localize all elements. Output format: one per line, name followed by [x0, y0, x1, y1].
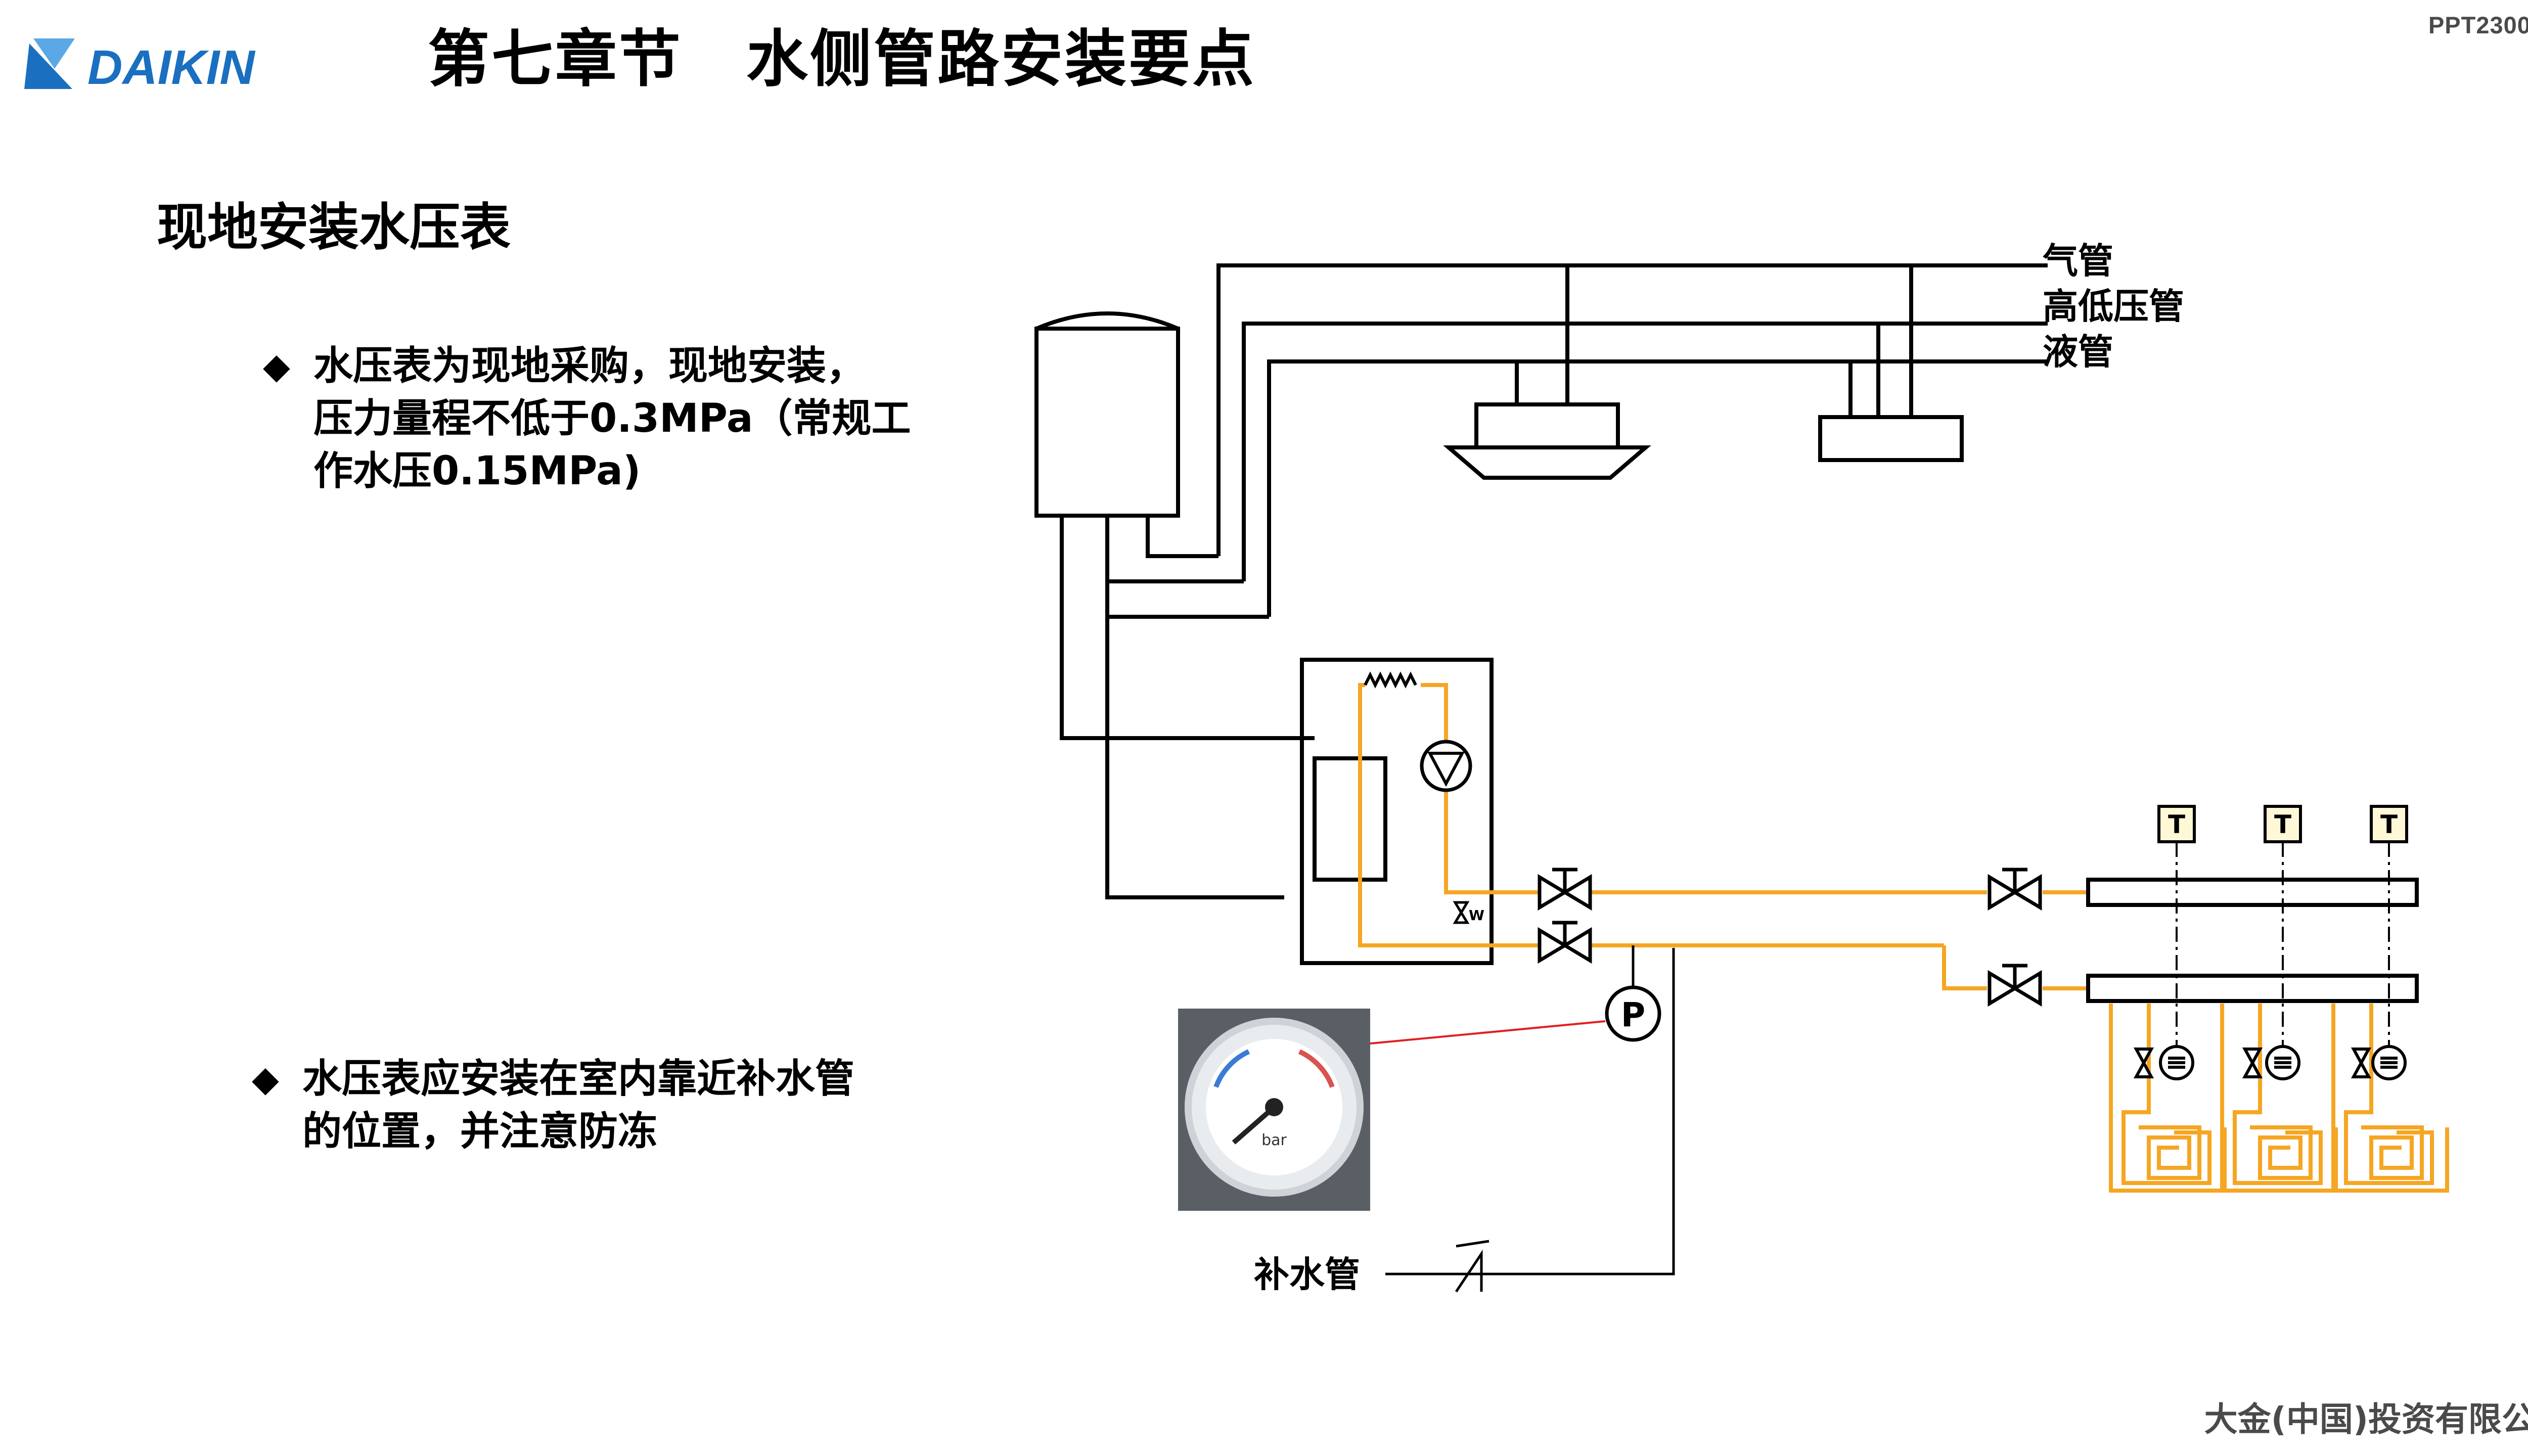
supply-manifold [2086, 878, 2419, 907]
thermostat-icon: T [2264, 805, 2302, 1062]
return-manifold [2086, 974, 2419, 1003]
thermostat-icon: T [2370, 805, 2408, 1062]
gauge-leader-line [1365, 1020, 1606, 1045]
zone-valve-icon [2242, 1045, 2300, 1080]
label-liquid-pipe: 液管 [2043, 331, 2113, 373]
section-subtitle: 现地安装水压表 [157, 198, 511, 257]
refrigerant-piping [1034, 263, 2048, 1293]
outdoor-unit [1034, 327, 1180, 518]
electric-heater-icon [1364, 671, 1417, 689]
floor-coil [2361, 1125, 2424, 1180]
manifolds [2086, 878, 2419, 1003]
pressure-gauge-photo: bar [1178, 1009, 1370, 1211]
relief-valve-icon: W [1453, 901, 1484, 924]
label-makeup-pipe: 补水管 [1254, 1254, 1360, 1295]
page-title: 第七章节 水侧管路安装要点 [428, 23, 1256, 95]
hydro-box [1300, 658, 1494, 965]
check-valve-icon [1455, 1249, 1483, 1293]
bullet-gauge-location: ◆ 水压表应安装在室内靠近补水管 的位置，并注意防冻 [252, 1053, 960, 1158]
diamond-bullet-icon: ◆ [252, 1058, 279, 1100]
valve-label: W [1469, 907, 1484, 924]
bullet-line: 的位置，并注意防冻 [302, 1109, 658, 1154]
diamond-bullet-icon: ◆ [263, 345, 290, 387]
thermostat-label: T [2274, 810, 2291, 839]
ducted-indoor-unit [1818, 415, 1964, 462]
bullet-line: 水压表应安装在室内靠近补水管 [302, 1056, 855, 1102]
thermostat-icon: T [2157, 805, 2196, 1062]
ball-valves [1538, 868, 2042, 1007]
floor-coil [2139, 1125, 2201, 1180]
ball-valve-icon [1538, 921, 1592, 964]
liquid-pipe [1267, 359, 2048, 617]
bullet-line: 作水压0.15MPa) [313, 448, 641, 494]
ball-valve-icon [1988, 964, 2042, 1007]
water-piping [1358, 671, 2449, 1193]
footer-company: 大金(中国)投资有限公司 [2204, 1400, 2528, 1439]
thermostat-label: T [2168, 810, 2185, 839]
outdoor-unit-top [1035, 311, 1179, 331]
zone-actuators [2133, 1045, 2407, 1080]
ball-valve-icon [1988, 868, 2042, 911]
cassette-panel [1443, 445, 1651, 480]
logo-text: DAIKIN [87, 40, 255, 94]
daikin-logo: DAIKIN [24, 38, 255, 94]
logo-triangle-icon [24, 43, 72, 89]
gas-pipe [1216, 263, 2048, 556]
thermostat-label: T [2380, 810, 2398, 839]
label-high-low-pressure-pipe: 高低压管 [2043, 286, 2184, 327]
label-gas-pipe: 气管 [2043, 240, 2113, 282]
gauge-unit-label: bar [1261, 1131, 1287, 1149]
document-code: PPT23005A [2428, 12, 2528, 38]
cassette-indoor-unit [1474, 402, 1620, 449]
thermostats: T T T [2157, 805, 2408, 1062]
pressure-gauge-symbol: P [1605, 985, 1661, 1042]
plate-heat-exchanger [1313, 756, 1387, 882]
floor-coil [2250, 1125, 2313, 1180]
ball-valve-icon [1538, 868, 1592, 911]
zone-valve-icon [2133, 1045, 2194, 1080]
high-low-pressure-pipe [1242, 322, 2048, 581]
bullet-gauge-spec: ◆ 水压表为现地采购，现地安装， 压力量程不低于0.3MPa（常规工 作水压0.… [263, 340, 971, 497]
bullet-line: 压力量程不低于0.3MPa（常规工 [313, 396, 911, 441]
gauge-symbol-label: P [1621, 995, 1645, 1034]
logo-triangle-accent-icon [33, 38, 75, 69]
zone-valve-icon [2351, 1045, 2407, 1080]
bullet-line: 水压表为现地采购，现地安装， [313, 343, 866, 389]
circulation-pump-icon [1420, 740, 1472, 792]
